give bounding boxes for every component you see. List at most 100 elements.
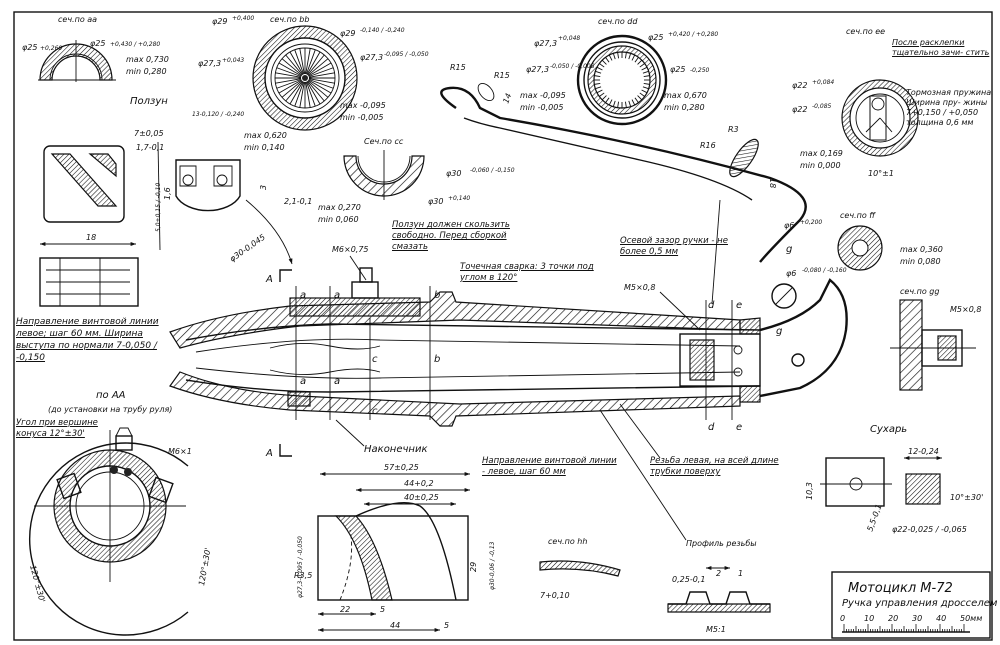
arrow-a-bottom: А bbox=[265, 448, 273, 459]
section-cc-d1: φ30 bbox=[446, 169, 461, 178]
section-ee-note-riveting: После расклепки тщательно зачи- стить bbox=[892, 38, 990, 57]
section-aa-d-outer: φ25 bbox=[22, 43, 37, 52]
thread-profile-dim-2: 2 bbox=[716, 569, 721, 578]
section-hh: сеч.по hh 7+0,10 bbox=[539, 537, 621, 600]
thread-profile-dim-1: 1 bbox=[738, 569, 743, 578]
slider-dim-18: 18 bbox=[86, 233, 96, 242]
tip-dim-40: 40±0,25 bbox=[404, 493, 439, 502]
note-axial-gap: Осевой зазор ручки - не более 0,5 мм bbox=[620, 236, 728, 257]
section-ee-d2-tol: -0,085 bbox=[812, 103, 832, 110]
svg-text:g: g bbox=[786, 244, 792, 255]
section-bb-d4: φ27,3 bbox=[360, 53, 383, 62]
section-aa-title: сеч.по аа bbox=[58, 15, 97, 24]
slider-detail: Ползун 13-0,120 / -0,240 7±0,05 1,7-0,1 … bbox=[16, 96, 312, 363]
tip-detail: Наконечник Направление винтовой линии - … bbox=[294, 419, 617, 633]
slider-dim-5: 5,0+0,15 / -0,10 bbox=[155, 183, 162, 232]
section-dd-min1: min -0,005 bbox=[520, 103, 563, 112]
section-aa-d-outer-tol: +0,260 bbox=[40, 45, 62, 52]
arrow-a-top: А bbox=[265, 274, 273, 285]
cracker-dim-angle: 10°±30' bbox=[950, 493, 983, 502]
thread-profile-scale: M5:1 bbox=[706, 625, 726, 634]
note-thread-profile: Профиль резьбы bbox=[686, 539, 757, 548]
svg-text:a: a bbox=[300, 290, 306, 301]
section-bb-d2-tol: -0,140 / -0,240 bbox=[360, 27, 405, 34]
section-ee-max: max 0,169 bbox=[800, 149, 843, 158]
tip-dim-29: 29 bbox=[469, 562, 478, 572]
section-cc-max: max 0,270 bbox=[318, 203, 361, 212]
scale-label: 50мм bbox=[960, 614, 982, 623]
section-bb-d3-tol: +0,043 bbox=[222, 57, 244, 64]
note-left-thread: Резьба левая, на всей длине трубки повер… bbox=[650, 456, 779, 477]
cracker-title: Сухарь bbox=[870, 424, 907, 435]
section-aa: сеч.по аа φ25 +0,260 φ25 +0,430 / +0,280… bbox=[22, 15, 169, 82]
svg-text:d: d bbox=[708, 300, 715, 311]
section-dd-d4: φ25 bbox=[670, 65, 685, 74]
section-gg: сеч.по gg M5×0,8 bbox=[890, 287, 981, 391]
svg-text:a: a bbox=[300, 376, 306, 387]
tip-dim-30: φ30-0,06 / -0,13 bbox=[489, 541, 496, 590]
svg-text:g: g bbox=[776, 326, 782, 337]
section-bb-d4-tol: -0,095 / -0,050 bbox=[384, 51, 429, 58]
sheet-frame bbox=[13, 11, 993, 641]
tip-dim-44-top: 44+0,2 bbox=[404, 479, 434, 488]
lever-dim-14: 14 bbox=[501, 92, 513, 105]
section-dd-d3-tol: +0,420 / +0,280 bbox=[668, 31, 718, 38]
cracker-dim-12: 12-0,24 bbox=[908, 447, 939, 456]
section-bb-d1: φ29 bbox=[212, 17, 227, 26]
section-dd-title: сеч.по dd bbox=[598, 17, 638, 26]
main-assembly: a a a a b b c c d d e e А А Ползун долже… bbox=[48, 220, 848, 548]
svg-text:a: a bbox=[334, 376, 340, 387]
section-ee-note-spring: Тормозная пружина. Ширина пру- жины 7+0,… bbox=[906, 88, 994, 127]
section-ff-d1: φ6 bbox=[784, 221, 794, 230]
section-aa-min: min 0,280 bbox=[126, 67, 167, 76]
section-dd-d1-tol: +0,048 bbox=[558, 35, 580, 42]
section-dd-d2: φ27,3 bbox=[526, 65, 549, 74]
thread-m6-label: M6×0,75 bbox=[332, 245, 369, 254]
lever-r16: R16 bbox=[700, 141, 716, 150]
section-bb-max1: max -0,095 bbox=[340, 101, 386, 110]
section-dd-max1: max -0,095 bbox=[520, 91, 566, 100]
title-stamp: Мотоцикл М-72 Ручка управления дросселем… bbox=[831, 571, 998, 639]
cone-angle-1: 120°±30' bbox=[28, 564, 47, 603]
cone-angle-2: 120°±30' bbox=[197, 547, 213, 586]
section-cc-d1-tol: -0,060 / -0,150 bbox=[470, 167, 515, 174]
tip-thread-note: Направление винтовой линии - левое, шаг … bbox=[482, 456, 617, 477]
tip-dim-5-a: 5 bbox=[380, 605, 385, 614]
svg-text:b: b bbox=[434, 354, 440, 365]
slider-dim-1-7: 1,7-0,1 bbox=[136, 143, 164, 152]
cone-thread-m6: M6×1 bbox=[168, 447, 192, 456]
slider-thread-note: Направление винтовой линии левое; шаг 60… bbox=[16, 317, 159, 363]
thread-profile: 0,25-0,1 2 1 M5:1 bbox=[667, 565, 771, 634]
cracker-dim-5-5: 5,5-0,1 bbox=[865, 503, 883, 533]
section-dd-d1: φ27,3 bbox=[534, 39, 557, 48]
section-dd-d4-tol: -0,250 bbox=[690, 67, 710, 74]
section-ff-title: сеч.по ff bbox=[840, 211, 876, 220]
section-dd-min2: min 0,280 bbox=[664, 103, 705, 112]
tip-dim-27-3: φ27,3-0,095 / -0,050 bbox=[297, 536, 304, 598]
tip-title: Наконечник bbox=[364, 444, 427, 455]
tip-dim-22: 22 bbox=[340, 605, 350, 614]
tip-dim-44-bottom: 44 bbox=[390, 621, 400, 630]
view-aa-note: (до установки на трубу руля) bbox=[48, 405, 172, 414]
section-bb-min2: min 0,140 bbox=[244, 143, 285, 152]
slider-dim-13: 13-0,120 / -0,240 bbox=[192, 111, 244, 118]
section-hh-title: сеч.по hh bbox=[548, 537, 587, 546]
note-spot-weld: Точечная сварка: 3 точки под углом в 120… bbox=[460, 262, 594, 283]
section-dd-d2-tol: -0,050 / -0,008 bbox=[550, 63, 595, 70]
section-dd-d3: φ25 bbox=[648, 33, 663, 42]
section-bb-min1: min -0,005 bbox=[340, 113, 383, 122]
section-ee-title: сеч.по ее bbox=[846, 27, 885, 36]
cone-angle-note: Угол при вершине конуса 12°±30' bbox=[16, 418, 98, 439]
section-bb-d3: φ27,3 bbox=[198, 59, 221, 68]
lever-r3: R3 bbox=[728, 125, 739, 134]
scale-label: 10 bbox=[864, 614, 874, 623]
scale-bar bbox=[843, 624, 965, 632]
slider-dim-1-6: 1,6 bbox=[163, 187, 172, 200]
section-aa-max: max 0,730 bbox=[126, 55, 169, 64]
section-dd: сеч.по dd φ27,3 +0,048 φ27,3 -0,050 / -0… bbox=[520, 17, 718, 126]
section-ee-d2: φ22 bbox=[792, 105, 807, 114]
lever-dim-18: 18 bbox=[768, 178, 777, 188]
cone-view: Угол при вершине конуса 12°±30' M6×1 120… bbox=[16, 418, 213, 636]
